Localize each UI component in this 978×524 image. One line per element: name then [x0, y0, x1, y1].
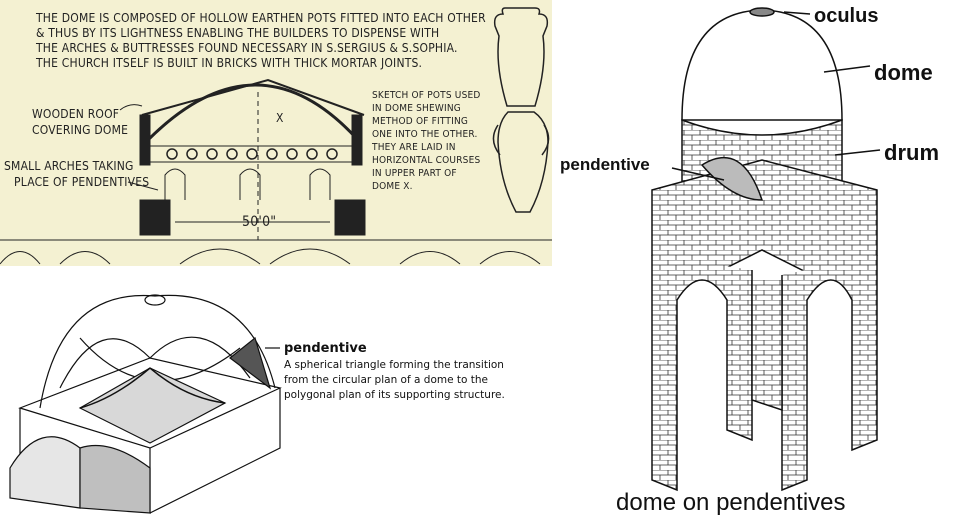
definition-line: from the circular plan of a dome to the [284, 374, 488, 386]
small-arches-label: PLACE OF PENDENTIVES [14, 175, 149, 189]
dome-on-pendentives-diagram: oculus dome drum pendentive dome on pend… [552, 0, 978, 524]
dimension-label: 50'0" [242, 214, 276, 230]
caption-line: THE DOME IS COMPOSED OF HOLLOW EARTHEN P… [35, 11, 486, 25]
diagram-title: dome on pendentives [616, 489, 846, 516]
caption-line: THE CHURCH ITSELF IS BUILT IN BRICKS WIT… [35, 56, 422, 70]
wooden-roof-label: COVERING DOME [32, 123, 128, 137]
church-section-sketch: THE DOME IS COMPOSED OF HOLLOW EARTHEN P… [0, 0, 552, 266]
dome-label: dome [874, 60, 933, 85]
earthen-pots-drawing [492, 7, 550, 213]
pots-note-line: THEY ARE LAID IN [371, 142, 456, 153]
pots-note-line: SKETCH OF POTS USED [372, 90, 481, 101]
caption-line: THE ARCHES & BUTTRESSES FOUND NECESSARY … [35, 41, 458, 55]
pots-note-line: HORIZONTAL COURSES [372, 155, 480, 166]
church-section-drawing [0, 78, 552, 265]
dome-x-mark: X [276, 111, 284, 125]
pots-note-line: IN UPPER PART OF [372, 168, 457, 179]
pendentive-label: pendentive [560, 155, 650, 174]
arrow-icon [119, 104, 143, 111]
pots-note-line: DOME X. [372, 181, 413, 192]
pots-note-line: IN DOME SHEWING [372, 103, 461, 114]
definition-line: polygonal plan of its supporting structu… [284, 389, 505, 401]
pots-note-line: METHOD OF FITTING [372, 116, 468, 127]
pots-note-line: ONE INTO THE OTHER. [372, 129, 478, 140]
small-arches-label: SMALL ARCHES TAKING [4, 159, 134, 173]
pendentive-term: pendentive [284, 341, 367, 356]
drum-label: drum [884, 140, 939, 165]
pendentive-geometry-diagram: pendentive A spherical triangle forming … [0, 268, 560, 524]
oculus-label: oculus [814, 5, 878, 27]
wooden-roof-label: WOODEN ROOF [32, 107, 119, 121]
definition-line: A spherical triangle forming the transit… [284, 359, 504, 371]
caption-line: & THUS BY ITS LIGHTNESS ENABLING THE BUI… [36, 26, 439, 40]
